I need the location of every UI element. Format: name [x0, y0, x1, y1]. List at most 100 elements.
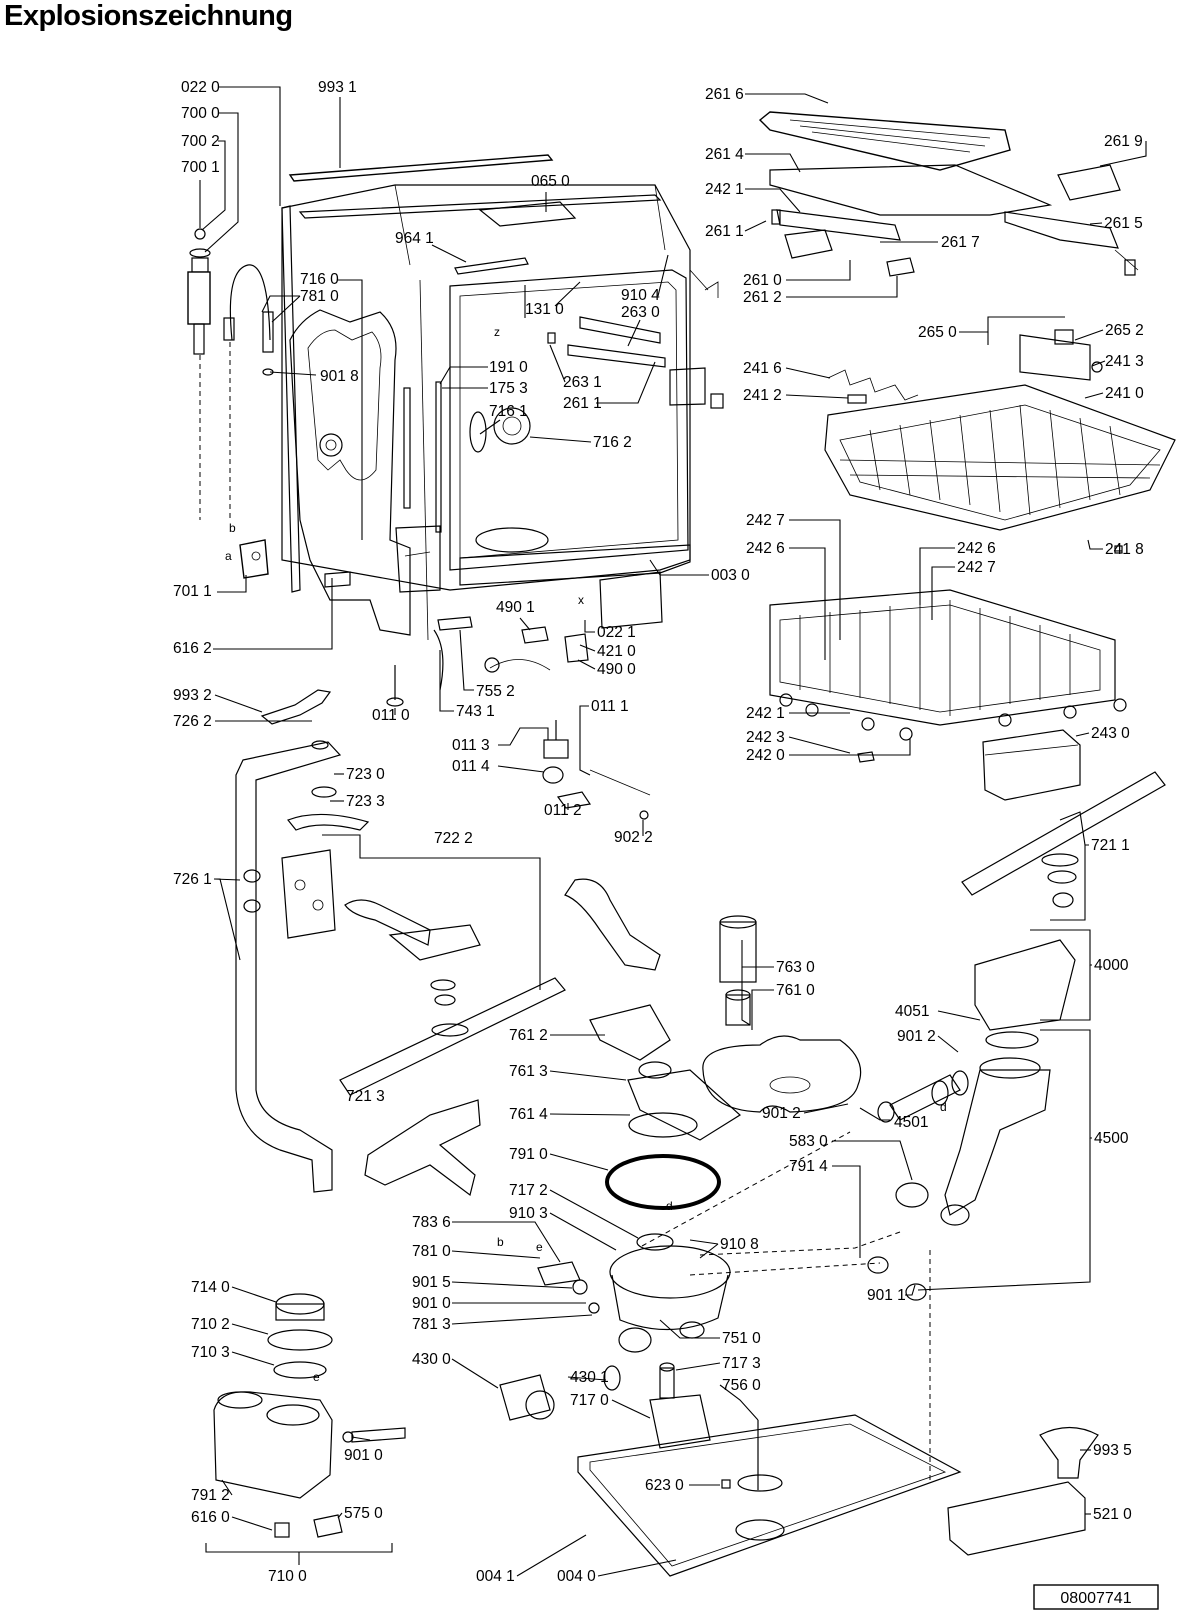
part-label-7613: 761 3 [509, 1063, 548, 1080]
part-label-2423: 242 3 [746, 729, 785, 746]
page-title: Explosionszeichnung [4, 0, 293, 32]
part-label-7213: 721 3 [346, 1088, 385, 1105]
upper-spray-arm [961, 771, 1166, 908]
part-label-2652: 265 2 [1105, 322, 1144, 339]
part-label-2611a: 261 1 [563, 395, 602, 412]
part-label-7431: 743 1 [456, 703, 495, 720]
part-label-9104: 910 4 [621, 287, 660, 304]
part-label-4501: 4501 [894, 1114, 928, 1131]
part-label-7612: 761 2 [509, 1027, 548, 1044]
part-label-2619: 261 9 [1104, 133, 1143, 150]
part-label-2413: 241 3 [1105, 353, 1144, 370]
part-label-6230: 623 0 [645, 1477, 684, 1494]
feeder-pipe [564, 878, 661, 971]
part-label-7912: 791 2 [191, 1487, 230, 1504]
base-tray [577, 1414, 962, 1577]
lower-basket [769, 589, 1127, 763]
part-label-9108: 910 8 [720, 1236, 759, 1253]
part-label-7230: 723 0 [346, 766, 385, 783]
part-label-7262: 726 2 [173, 713, 212, 730]
part-label-0220: 022 0 [181, 79, 220, 96]
part-label-7103: 710 3 [191, 1344, 230, 1361]
fill-valve-assembly [187, 228, 274, 579]
part-label-9018: 901 8 [320, 368, 359, 385]
connection-mark-a-1: a [225, 549, 232, 563]
leader-lines [199, 86, 1147, 1577]
connection-mark-b-6: b [497, 1235, 504, 1249]
part-label-2412: 241 2 [743, 387, 782, 404]
part-label-7162: 716 2 [593, 434, 632, 451]
part-label-2427b: 242 7 [957, 559, 996, 576]
part-label-2418: 241 8 [1105, 541, 1144, 558]
part-label-2426a: 242 6 [746, 540, 785, 557]
part-label-0114: 011 4 [452, 758, 490, 775]
part-label-0040: 004 0 [557, 1568, 596, 1585]
part-label-9935: 993 5 [1093, 1442, 1132, 1459]
part-label-7173: 717 3 [722, 1355, 761, 1372]
part-label-7552: 755 2 [476, 683, 515, 700]
part-label-7610: 761 0 [776, 982, 815, 999]
cutlery-basket [982, 729, 1081, 801]
part-label-0113: 011 3 [452, 737, 490, 754]
part-label-7011: 701 1 [173, 583, 212, 600]
part-label-5750: 575 0 [344, 1505, 383, 1522]
part-label-7100: 710 0 [268, 1568, 307, 1585]
part-label-2616: 261 6 [705, 86, 744, 103]
adjust-foot-parts [386, 626, 651, 820]
part-label-4301: 430 1 [570, 1369, 609, 1386]
part-label-2650: 265 0 [918, 324, 957, 341]
pump-assembly [867, 939, 1076, 1301]
part-label-2610: 261 0 [743, 272, 782, 289]
part-label-7910: 791 0 [509, 1146, 548, 1163]
part-label-0110: 011 0 [372, 707, 410, 724]
connection-mark-e-5: e [536, 1240, 543, 1254]
part-label-4901: 490 1 [496, 599, 535, 616]
connection-mark-z-2: z [494, 325, 500, 339]
part-label-7233: 723 3 [346, 793, 385, 810]
part-label-4051: 4051 [895, 1003, 929, 1020]
filter-sump-components [589, 915, 862, 1353]
part-label-9103: 910 3 [509, 1205, 548, 1222]
top-cover-plate [288, 154, 554, 182]
part-label-9010a: 901 0 [412, 1295, 451, 1312]
part-label-2426b: 242 6 [957, 540, 996, 557]
part-label-7630: 763 0 [776, 959, 815, 976]
part-label-9012a: 901 2 [897, 1028, 936, 1045]
part-label-9932: 993 2 [173, 687, 212, 704]
part-label-9012b: 901 2 [762, 1105, 801, 1122]
part-label-4900: 490 0 [597, 661, 636, 678]
part-drawings [187, 111, 1176, 1577]
part-label-7810: 781 0 [300, 288, 339, 305]
document-number: 08007741 [1060, 1590, 1131, 1607]
part-label-9641: 964 1 [395, 230, 434, 247]
part-label-7161: 716 1 [489, 403, 528, 420]
part-label-7261: 726 1 [173, 871, 212, 888]
part-label-0221: 022 1 [597, 624, 636, 641]
part-label-2631: 263 1 [563, 374, 602, 391]
part-label-0112: 011 2 [544, 802, 582, 819]
part-label-4500: 4500 [1094, 1130, 1129, 1147]
part-label-7102: 710 2 [191, 1316, 230, 1333]
salt-funnel [1039, 1426, 1099, 1479]
part-label-2420: 242 0 [746, 747, 785, 764]
part-label-2410: 241 0 [1105, 385, 1144, 402]
part-label-0111: 011 1 [591, 698, 629, 715]
part-label-2421a: 242 1 [705, 181, 744, 198]
part-label-7836: 783 6 [412, 1214, 451, 1231]
part-label-9011: 901 1 [867, 1287, 906, 1304]
part-label-2617: 261 7 [941, 234, 980, 251]
part-label-2421b: 242 1 [746, 705, 785, 722]
part-label-7560: 756 0 [722, 1377, 761, 1394]
middle-spray-arm [339, 899, 566, 1096]
part-label-7222: 722 2 [434, 830, 473, 847]
part-label-4300: 430 0 [412, 1351, 451, 1368]
part-label-4000: 4000 [1094, 957, 1129, 974]
part-label-2630: 263 0 [621, 304, 660, 321]
part-label-2612: 261 2 [743, 289, 782, 306]
part-label-7000: 700 0 [181, 105, 220, 122]
part-label-2416: 241 6 [743, 360, 782, 377]
part-label-2614: 261 4 [705, 146, 744, 163]
part-label-2430: 243 0 [1091, 725, 1130, 742]
